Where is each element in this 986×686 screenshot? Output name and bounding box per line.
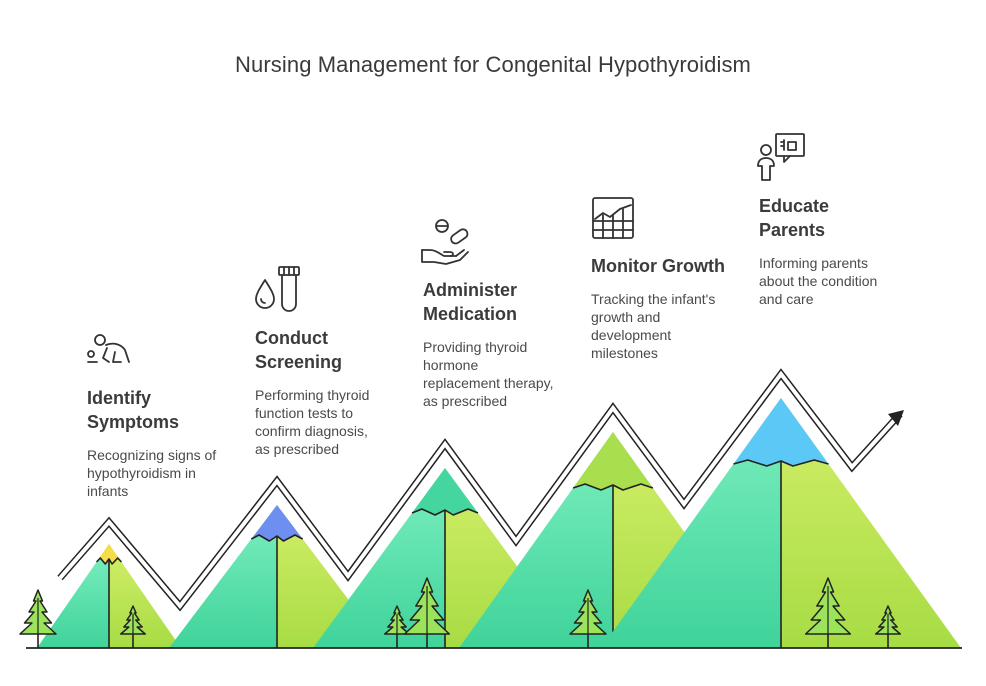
pine-tree bbox=[804, 577, 852, 648]
step-description: Informing parents about the condition an… bbox=[759, 255, 878, 307]
step-heading: Monitor Growth bbox=[591, 256, 725, 276]
parent-education-icon bbox=[754, 132, 808, 184]
step-description: Tracking the infant's growth and develop… bbox=[591, 291, 716, 361]
pine-tree bbox=[875, 605, 901, 648]
step-heading: Conduct Screening bbox=[255, 328, 343, 372]
mountain-peak-cap bbox=[573, 432, 653, 490]
mountain-peak-cap bbox=[733, 398, 829, 466]
step-description: Recognizing signs of hypothyroidism in i… bbox=[87, 447, 217, 499]
step-heading: Administer Medication bbox=[423, 280, 518, 324]
hand-with-pills-icon bbox=[420, 216, 472, 266]
step-educate-parents: Educate Parents Informing parents about … bbox=[759, 194, 924, 308]
mountain bbox=[37, 544, 181, 648]
arrow-head-icon bbox=[888, 410, 904, 426]
pine-tree bbox=[403, 577, 451, 648]
drop-and-test-tube-icon bbox=[252, 264, 304, 312]
mountain-peak-cap bbox=[412, 468, 478, 515]
step-description: Performing thyroid function tests to con… bbox=[255, 387, 370, 457]
step-administer-medication: Administer Medication Providing thyroid … bbox=[423, 278, 588, 410]
pine-tree bbox=[19, 589, 57, 648]
step-heading: Educate Parents bbox=[759, 196, 830, 240]
mountain-peak-cap bbox=[251, 505, 303, 541]
growth-chart-icon bbox=[590, 195, 636, 241]
crawling-baby-icon bbox=[85, 332, 135, 368]
step-conduct-screening: Conduct Screening Performing thyroid fun… bbox=[255, 326, 420, 458]
pine-tree bbox=[569, 589, 607, 648]
mountain-peak-cap bbox=[96, 544, 122, 564]
diagram-title: Nursing Management for Congenital Hypoth… bbox=[235, 52, 751, 77]
step-heading: Identify Symptoms bbox=[87, 388, 180, 432]
step-identify-symptoms: Identify Symptoms Recognizing signs of h… bbox=[87, 386, 252, 500]
pine-tree bbox=[384, 605, 410, 648]
pine-tree bbox=[120, 605, 146, 648]
step-description: Providing thyroid hormone replacement th… bbox=[423, 339, 554, 409]
step-monitor-growth: Monitor Growth Tracking the infant's gro… bbox=[591, 254, 756, 362]
